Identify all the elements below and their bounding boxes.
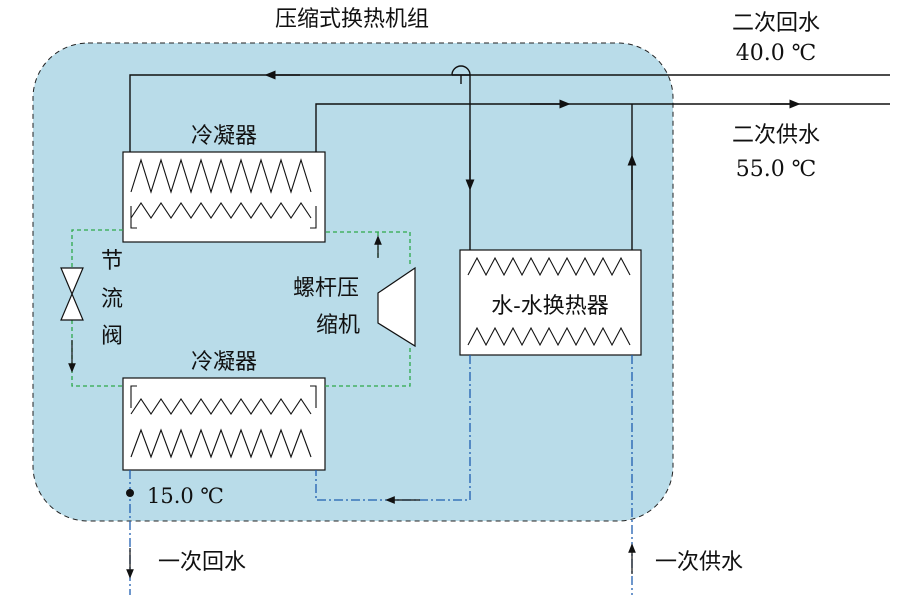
unit-title: 压缩式换热机组 (275, 7, 429, 32)
compressor-label-2: 缩机 (316, 313, 360, 338)
compressor-label-1: 螺杆压 (293, 276, 359, 301)
condenser-bottom-label: 冷凝器 (191, 350, 257, 375)
throttle-valve-label-2: 流 (101, 287, 123, 312)
condenser-bottom (122, 377, 326, 471)
temperature-point-icon (126, 489, 134, 497)
throttle-valve-label-3: 阀 (101, 324, 123, 349)
secondary-return-label: 二次回水 (732, 11, 820, 36)
secondary-supply-temp: 55.0 ℃ (736, 157, 817, 182)
heat-exchanger-label: 水-水换热器 (491, 294, 608, 319)
throttle-valve-label-1: 节 (101, 249, 123, 274)
evap-outlet-temp: 15.0 ℃ (147, 484, 224, 508)
secondary-return-temp: 40.0 ℃ (736, 41, 817, 66)
primary-return-label: 一次回水 (158, 550, 246, 575)
primary-supply-label: 一次供水 (655, 550, 743, 575)
secondary-circuit (129, 65, 890, 250)
condenser-top (122, 151, 326, 243)
secondary-supply-label: 二次供水 (732, 123, 820, 148)
throttle-valve-icon (60, 267, 84, 321)
condenser-top-label: 冷凝器 (191, 124, 257, 149)
water-water-heat-exchanger (459, 249, 642, 356)
compressor-icon (377, 266, 416, 348)
